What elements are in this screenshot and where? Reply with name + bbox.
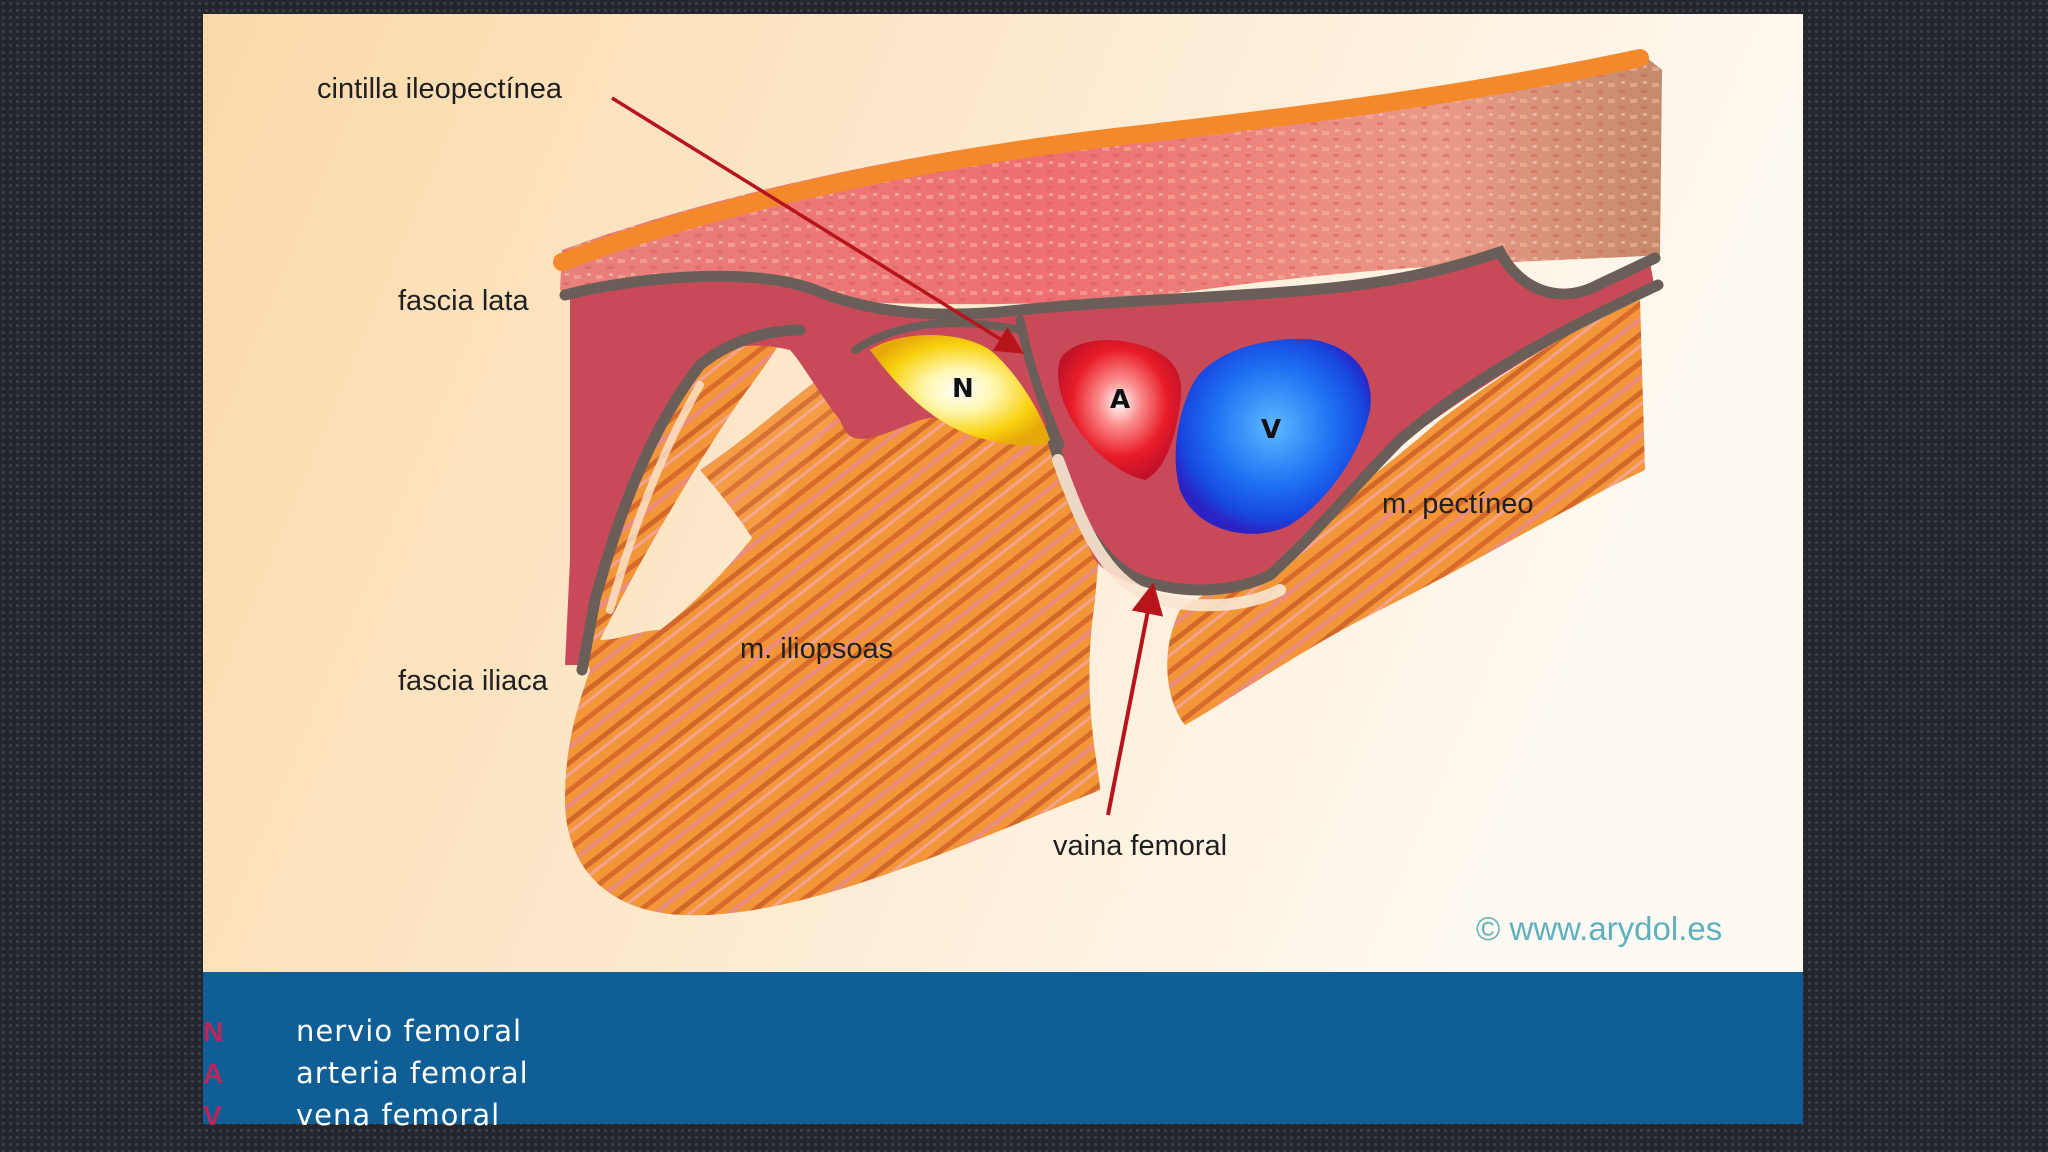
watermark: © www.arydol.es xyxy=(1476,910,1722,947)
label-fascia-lata: fascia lata xyxy=(398,285,529,317)
legend-text-a: arteria femoral xyxy=(296,1056,529,1090)
nerve-letter: N xyxy=(952,374,974,404)
legend-key-n: N xyxy=(203,1016,223,1047)
label-pectineo: m. pectíneo xyxy=(1382,488,1534,520)
label-cintilla: cintilla ileopectínea xyxy=(317,73,563,105)
legend-text-n: nervio femoral xyxy=(296,1014,522,1048)
vein-letter: V xyxy=(1261,415,1281,445)
legend-key-v: V xyxy=(203,1100,222,1131)
label-vaina: vaina femoral xyxy=(1053,830,1227,862)
legend-text-v: vena femoral xyxy=(296,1098,500,1132)
legend-key-a: A xyxy=(203,1058,223,1089)
artery-letter: A xyxy=(1110,385,1130,415)
label-fascia-iliaca: fascia iliaca xyxy=(398,665,549,697)
label-iliopsoas: m. iliopsoas xyxy=(740,633,893,665)
